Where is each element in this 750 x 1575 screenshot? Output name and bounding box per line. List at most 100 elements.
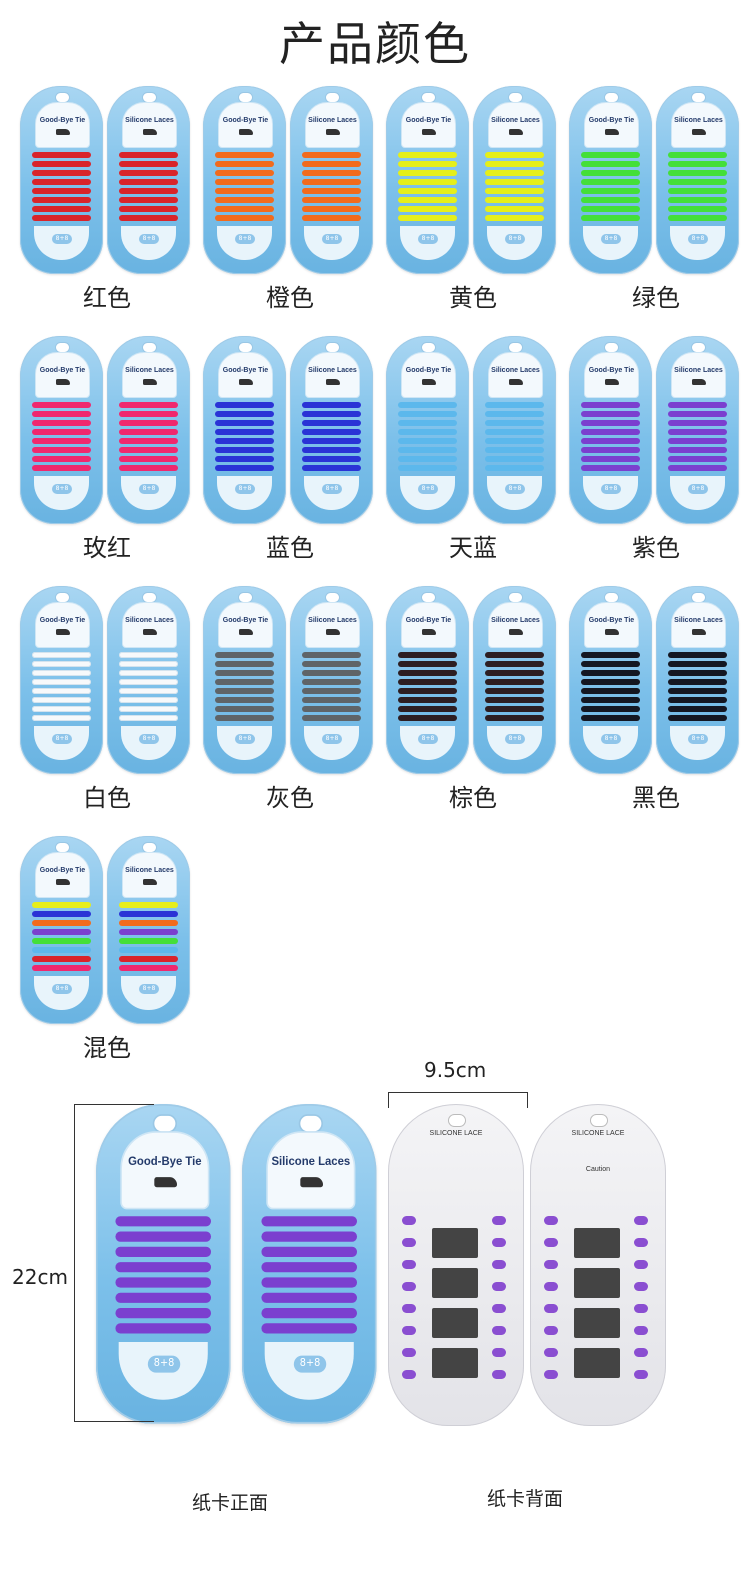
size-badge: 8+8 bbox=[147, 1355, 181, 1373]
lace bbox=[302, 420, 361, 426]
lace bbox=[261, 1292, 358, 1303]
lace bbox=[668, 420, 727, 426]
size-badge: 8+8 bbox=[322, 734, 342, 744]
lace bbox=[119, 920, 178, 926]
lace bbox=[119, 447, 178, 453]
size-badge: 8+8 bbox=[688, 234, 708, 244]
lace bbox=[215, 161, 274, 167]
lace bbox=[668, 447, 727, 453]
size-badge: 8+8 bbox=[52, 234, 72, 244]
caption-card-front: 纸卡正面 bbox=[192, 1492, 269, 1514]
lace bbox=[398, 679, 457, 685]
lace bbox=[119, 206, 178, 212]
color-name-label: 灰色 bbox=[266, 784, 314, 812]
lace-peg bbox=[634, 1282, 648, 1291]
size-badge: 8+8 bbox=[418, 234, 438, 244]
lace bbox=[398, 652, 457, 658]
lace bbox=[485, 206, 544, 212]
lace bbox=[119, 456, 178, 462]
size-badge: 8+8 bbox=[601, 234, 621, 244]
lace-peg bbox=[492, 1304, 506, 1313]
lace bbox=[32, 697, 91, 703]
lace bbox=[119, 652, 178, 658]
lace bbox=[668, 197, 727, 203]
lace bbox=[485, 179, 544, 185]
lace bbox=[32, 456, 91, 462]
lace bbox=[215, 206, 274, 212]
lace bbox=[485, 188, 544, 194]
lace bbox=[32, 161, 91, 167]
lace bbox=[302, 179, 361, 185]
lace bbox=[668, 411, 727, 417]
lace bbox=[119, 697, 178, 703]
size-badge: 8+8 bbox=[52, 984, 72, 994]
lace bbox=[32, 402, 91, 408]
lace bbox=[302, 706, 361, 712]
lace bbox=[115, 1231, 212, 1242]
sneaker-icon bbox=[239, 629, 253, 635]
lace bbox=[215, 429, 274, 435]
lace bbox=[261, 1277, 358, 1288]
lace bbox=[302, 688, 361, 694]
lace bbox=[398, 188, 457, 194]
hang-hole bbox=[590, 1114, 608, 1127]
size-badge: 8+8 bbox=[139, 984, 159, 994]
instruction-photo bbox=[432, 1308, 478, 1338]
lace bbox=[119, 429, 178, 435]
lace bbox=[119, 938, 178, 944]
lace bbox=[581, 688, 640, 694]
lace-peg bbox=[402, 1282, 416, 1291]
size-badge: 8+8 bbox=[235, 734, 255, 744]
lace bbox=[668, 402, 727, 408]
sneaker-icon bbox=[300, 1177, 323, 1188]
lace-peg bbox=[402, 1260, 416, 1269]
lace bbox=[215, 420, 274, 426]
lace bbox=[119, 438, 178, 444]
lace bbox=[398, 688, 457, 694]
lace bbox=[32, 652, 91, 658]
lace bbox=[119, 179, 178, 185]
card-brand-text: Good-Bye Tie bbox=[39, 617, 86, 624]
lace bbox=[485, 652, 544, 658]
lace bbox=[32, 429, 91, 435]
card-brand-text: Good-Bye Tie bbox=[405, 617, 452, 624]
lace bbox=[581, 706, 640, 712]
lace bbox=[32, 965, 91, 971]
lace bbox=[215, 465, 274, 471]
lace bbox=[215, 661, 274, 667]
lace bbox=[115, 1216, 212, 1227]
size-badge: 8+8 bbox=[688, 734, 708, 744]
lace bbox=[32, 215, 91, 221]
lace bbox=[302, 161, 361, 167]
lace bbox=[581, 697, 640, 703]
lace bbox=[32, 197, 91, 203]
lace bbox=[581, 188, 640, 194]
lace bbox=[398, 715, 457, 721]
lace bbox=[581, 456, 640, 462]
lace bbox=[32, 902, 91, 908]
lace bbox=[32, 411, 91, 417]
color-name-label: 绿色 bbox=[632, 284, 680, 312]
lace-peg bbox=[492, 1326, 506, 1335]
card-window: Good-Bye Tie bbox=[35, 602, 90, 648]
lace bbox=[581, 411, 640, 417]
lace bbox=[485, 688, 544, 694]
lace bbox=[668, 688, 727, 694]
instruction-photo bbox=[574, 1348, 620, 1378]
card-window: Good-Bye Tie bbox=[584, 602, 639, 648]
lace-peg bbox=[544, 1238, 558, 1247]
lace bbox=[668, 206, 727, 212]
card-window: Silicone Laces bbox=[671, 352, 726, 398]
caption-card-back: 纸卡背面 bbox=[487, 1488, 564, 1510]
lace bbox=[581, 197, 640, 203]
lace bbox=[119, 956, 178, 962]
